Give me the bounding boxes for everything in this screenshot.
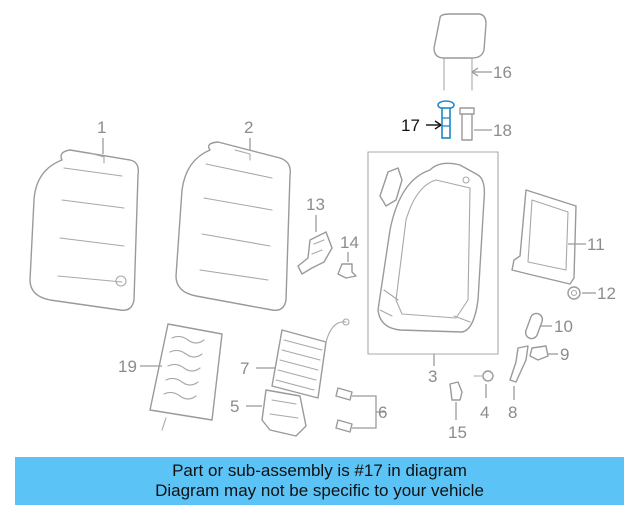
part-15-hook	[449, 381, 463, 401]
callout-13: 13	[306, 195, 325, 214]
part-3-frame-box	[367, 151, 499, 355]
part-4-bolt	[473, 370, 494, 382]
callout-2: 2	[244, 118, 253, 137]
part-5-bracket	[261, 389, 307, 437]
part-6-clips	[335, 387, 353, 433]
part-16-headrest	[433, 13, 487, 91]
callout-12: 12	[597, 284, 616, 303]
part-3-seat-back-frame	[377, 162, 486, 333]
banner-line-2: Diagram may not be specific to your vehi…	[155, 481, 484, 500]
callout-9: 9	[560, 345, 569, 364]
callout-4: 4	[480, 403, 489, 422]
callout-1: 1	[97, 118, 106, 137]
part-9-clip	[529, 345, 549, 361]
callout-10: 10	[554, 317, 573, 336]
part-7-lumbar-support	[271, 318, 350, 399]
callout-14: 14	[340, 233, 359, 252]
callout-5: 5	[230, 397, 239, 416]
part-8-lever	[509, 345, 529, 383]
callout-3: 3	[428, 367, 437, 386]
part-14-clip	[337, 263, 357, 279]
part-17-headrest-guide	[437, 100, 455, 139]
callout-15: 15	[448, 423, 467, 442]
callout-19: 19	[118, 357, 137, 376]
callout-17: 17	[401, 116, 420, 135]
callout-8: 8	[508, 403, 517, 422]
part-2-seat-back-pad	[175, 141, 291, 311]
part-1-seat-back-cover	[29, 149, 140, 311]
callout-18: 18	[493, 121, 512, 140]
part-11-back-panel	[511, 189, 577, 285]
callout-11: 11	[587, 235, 605, 254]
part-13-bracket	[297, 231, 333, 275]
part-19-heater-pad	[149, 323, 223, 431]
part-12-grommet	[567, 286, 581, 300]
info-banner: Part or sub-assembly is #17 in diagram D…	[15, 457, 624, 505]
part-18-guide	[459, 107, 475, 141]
banner-line-1: Part or sub-assembly is #17 in diagram	[172, 461, 467, 480]
callout-6: 6	[378, 403, 387, 422]
part-10-strap	[524, 312, 544, 340]
callout-7: 7	[240, 359, 249, 378]
callout-16: 16	[493, 63, 512, 82]
parts-diagram: 1 2 13 14 3 16	[29, 13, 616, 442]
